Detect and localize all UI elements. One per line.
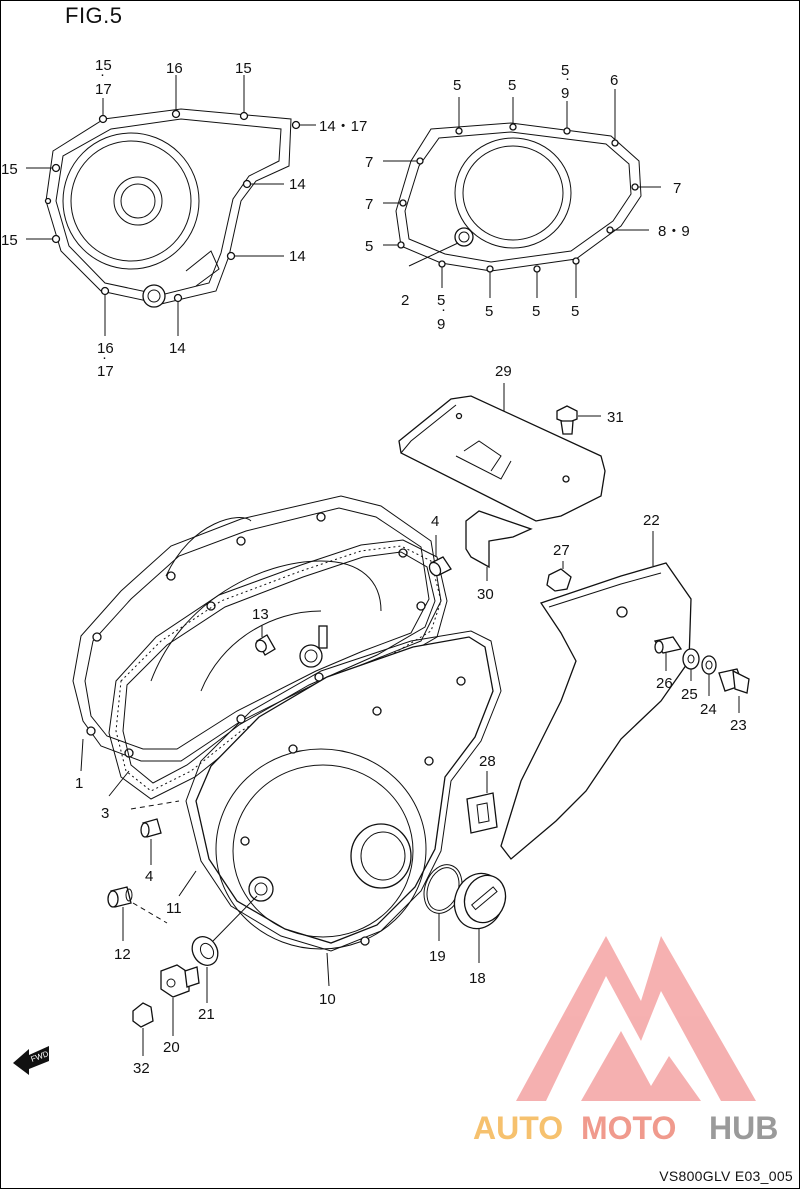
label-14-b: 14 <box>289 248 306 265</box>
bolt-20 <box>160 964 200 1036</box>
label-8-9: 8・9 <box>658 223 690 240</box>
label-7-b: 7 <box>365 196 373 213</box>
label-5-b: 5 <box>508 77 516 94</box>
washer-21 <box>191 895 258 1003</box>
oil-seal-13-gear <box>299 625 328 668</box>
callout-labels: 15 · 17 16 15 14・17 14 14 15 15 16 · 17 … <box>1 57 747 1077</box>
crankcase-cover <box>72 495 442 772</box>
top-cover-assembly <box>398 383 606 581</box>
label-12: 12 <box>114 946 131 963</box>
label-9-bottom: 9 <box>437 316 445 333</box>
label-18: 18 <box>469 970 486 987</box>
clutch-cover-gasket <box>383 89 661 298</box>
label-13: 13 <box>252 606 269 623</box>
label-4-top: 4 <box>431 513 439 530</box>
label-16-top: 16 <box>166 60 183 77</box>
label-5-d: 5 <box>532 303 540 320</box>
label-19: 19 <box>429 948 446 965</box>
grommet-27 <box>546 561 572 592</box>
label-dot: · <box>565 70 570 87</box>
figure-title: FIG.5 <box>65 3 123 28</box>
label-5-c: 5 <box>485 303 493 320</box>
label-5-bottom: 5 <box>437 292 445 309</box>
label-24: 24 <box>700 701 717 718</box>
label-1: 1 <box>75 775 83 792</box>
grommet-28 <box>466 771 498 834</box>
label-dot: · <box>102 349 107 366</box>
label-14-17: 14・17 <box>319 118 367 135</box>
label-15-left-a: 15 <box>1 161 18 178</box>
clutch-cover-10 <box>185 630 502 987</box>
label-4-bottom: 4 <box>145 868 153 885</box>
label-31: 31 <box>607 409 624 426</box>
brand-auto: AUTO <box>473 1110 563 1146</box>
washer-24 <box>701 655 717 696</box>
label-5-a: 5 <box>453 77 461 94</box>
label-28: 28 <box>479 753 496 770</box>
collar-26 <box>653 636 683 671</box>
label-29: 29 <box>495 363 512 380</box>
dowel-pin-4-top <box>428 535 452 577</box>
dowel-pin-13 <box>255 625 276 656</box>
label-27: 27 <box>553 542 570 559</box>
label-6: 6 <box>610 72 618 89</box>
gasket-11-leader <box>178 870 197 897</box>
bracket-30 <box>465 510 533 581</box>
brand-hub: HUB <box>709 1110 778 1146</box>
label-7-right: 7 <box>673 180 681 197</box>
dowel-pin-4-bottom <box>140 818 162 865</box>
label-15-top-a: 15 <box>95 57 112 74</box>
label-15-top: 15 <box>235 60 252 77</box>
label-7-a: 7 <box>365 154 373 171</box>
bolt-23 <box>718 668 750 713</box>
label-5-left: 5 <box>365 238 373 255</box>
label-32: 32 <box>133 1060 150 1077</box>
automotohub-watermark-text: AUTO MOTO HUB <box>473 1110 778 1146</box>
diagram-code: VS800GLV E03_005 <box>659 1168 793 1184</box>
label-22: 22 <box>643 512 660 529</box>
label-25: 25 <box>681 686 698 703</box>
label-2: 2 <box>401 292 409 309</box>
plug-18 <box>453 872 507 963</box>
cap-32 <box>132 1002 154 1056</box>
label-16-bottom-a: 16 <box>97 340 114 357</box>
generator-cover-gasket <box>26 75 316 336</box>
label-14-c: 14 <box>169 340 186 357</box>
label-5-top: 5 <box>561 62 569 79</box>
label-30: 30 <box>477 586 494 603</box>
label-26: 26 <box>656 675 673 692</box>
label-3: 3 <box>101 805 109 822</box>
label-17-top-b: 17 <box>95 81 112 98</box>
label-15-left-b: 15 <box>1 232 18 249</box>
bolt-31 <box>556 405 601 435</box>
side-cover-22 <box>500 531 692 860</box>
fwd-direction-badge: FWD <box>13 1046 50 1075</box>
label-21: 21 <box>198 1006 215 1023</box>
label-23: 23 <box>730 717 747 734</box>
label-dot: · <box>100 66 105 83</box>
label-10: 10 <box>319 991 336 1008</box>
label-5-e: 5 <box>571 303 579 320</box>
automotohub-watermark-logo <box>516 936 756 1101</box>
label-14-a: 14 <box>289 176 306 193</box>
label-11: 11 <box>166 900 182 917</box>
label-20: 20 <box>163 1039 180 1056</box>
label-9-top: 9 <box>561 85 569 102</box>
label-17-bottom-b: 17 <box>97 363 114 380</box>
brand-moto: MOTO <box>581 1110 676 1146</box>
dowel-pin-12 <box>107 886 168 941</box>
washer-25 <box>682 648 700 681</box>
label-dot: · <box>441 301 446 318</box>
